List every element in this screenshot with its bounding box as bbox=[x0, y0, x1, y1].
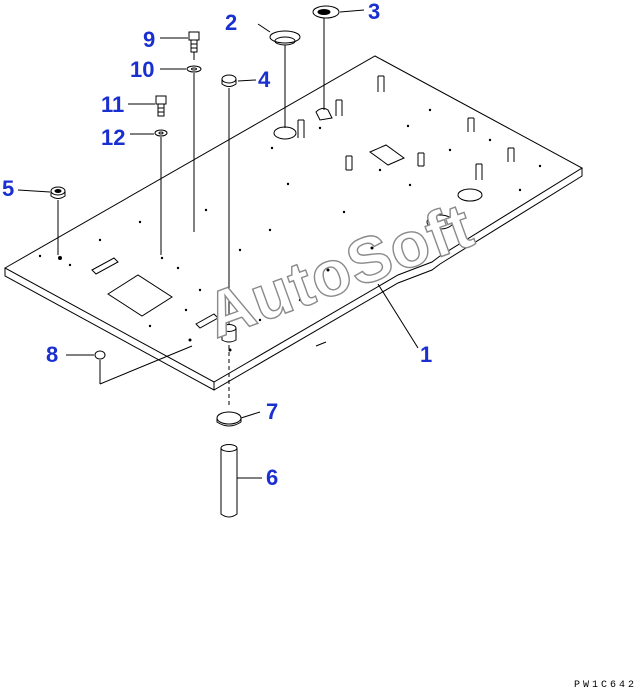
callout-12: 12 bbox=[101, 125, 126, 150]
callout-10: 10 bbox=[130, 57, 155, 82]
plate-holes bbox=[38, 108, 542, 352]
plate-spacer bbox=[221, 324, 237, 405]
callout-1: 1 bbox=[420, 342, 433, 367]
callout-11: 11 bbox=[101, 92, 125, 117]
callout-5: 5 bbox=[2, 176, 15, 201]
part-3-cap bbox=[312, 5, 365, 110]
drawing-code: PW1C642 bbox=[574, 680, 638, 691]
callout-3: 3 bbox=[368, 0, 381, 24]
callout-6: 6 bbox=[266, 465, 279, 490]
callout-9: 9 bbox=[143, 27, 156, 52]
part-8-clip bbox=[66, 345, 193, 385]
part-9-bolt bbox=[160, 31, 200, 60]
part-6-pipe bbox=[220, 444, 262, 518]
part-4-plug bbox=[221, 74, 257, 325]
callout-4: 4 bbox=[258, 67, 271, 92]
plate-studs bbox=[297, 75, 515, 180]
floor-plate bbox=[3, 55, 583, 391]
part-10-washer bbox=[160, 65, 202, 232]
callout-8: 8 bbox=[46, 342, 59, 367]
part-5-cap bbox=[17, 186, 66, 255]
callout-2: 2 bbox=[225, 10, 238, 35]
part-12-washer bbox=[130, 129, 168, 255]
part-11-bolt bbox=[128, 95, 167, 117]
callout-7: 7 bbox=[266, 399, 279, 424]
part-2-grommet bbox=[257, 23, 301, 128]
part-7-clamp bbox=[216, 411, 261, 427]
part-1-leader bbox=[315, 283, 419, 349]
